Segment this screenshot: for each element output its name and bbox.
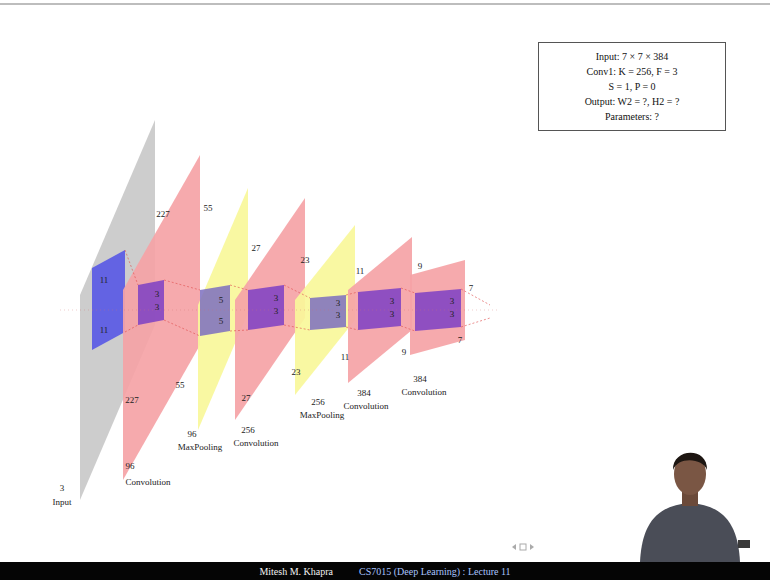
layer-name: Input [53,498,72,507]
slide-rule [0,3,770,5]
projection-line [125,325,138,332]
dimension-number: 256 [241,426,255,435]
dimension-number: 96 [188,430,197,439]
dimension-number: 3 [336,299,341,308]
dimension-number: 384 [413,375,427,384]
presenter-video [630,440,750,562]
dimension-number: 27 [252,244,261,253]
kernel-window [358,288,401,330]
dimension-number: 3 [450,310,455,319]
dimension-number: 96 [126,462,135,471]
nav-icon [530,544,534,550]
problem-box: Input: 7 × 7 × 384Conv1: K = 256, F = 3S… [538,42,726,131]
projection-line [164,280,200,290]
problem-line: Conv1: K = 256, F = 3 [543,64,721,79]
kernel-window [415,289,461,331]
projection-line [284,325,310,330]
dimension-number: 11 [100,326,109,335]
kernel-window [200,285,230,336]
layer-name: Convolution [125,478,170,487]
dimension-number: 3 [60,484,65,493]
conv-volume [235,198,305,420]
dimension-number: 5 [219,317,224,326]
nav-icon [512,544,516,550]
projection-line [461,318,490,327]
problem-line: Input: 7 × 7 × 384 [543,49,721,64]
dimension-number: 23 [292,368,301,377]
projection-line [284,285,310,298]
projection-line [401,326,415,331]
dimension-number: 11 [341,353,350,362]
layer-name: Convolution [233,439,278,448]
dimension-number: 11 [356,267,365,276]
layer-name: Convolution [343,402,388,411]
dimension-number: 227 [156,210,170,219]
projection-line [346,327,358,330]
footer-bar: Mitesh M. Khapra CS7015 (Deep Learning) :… [0,562,770,580]
dimension-number: 7 [469,284,474,293]
layer-name: MaxPooling [300,411,345,420]
projection-line [125,250,138,285]
projection-line [230,330,248,331]
kernel-window [248,285,284,330]
dimension-number: 55 [176,381,185,390]
dimension-number: 23 [301,256,310,265]
conv-volume [123,155,200,480]
kernel-window [92,250,125,350]
dimension-number: 3 [155,303,160,312]
dimension-number: 3 [336,311,341,320]
projection-line [164,320,200,336]
projection-line [230,285,248,290]
nav-icon [520,544,526,550]
dimension-number: 27 [242,394,251,403]
dimension-number: 9 [418,262,423,271]
projection-line [461,289,490,305]
dimension-number: 7 [458,336,463,345]
dimension-number: 3 [390,297,395,306]
dimension-number: 5 [219,296,224,305]
dimension-number: 227 [125,396,139,405]
kernel-window [310,295,346,330]
dimension-number: 9 [402,348,407,357]
footer-text: Mitesh M. Khapra [259,566,333,577]
dimension-number: 55 [204,204,213,213]
dimension-number: 11 [100,276,109,285]
dimension-number: 3 [155,290,160,299]
projection-line [346,292,358,295]
dimension-number: 384 [357,389,371,398]
problem-line: Parameters: ? [543,109,721,124]
layer-name: MaxPooling [178,443,223,452]
conv-volume [410,260,465,355]
dimension-number: 3 [450,297,455,306]
problem-line: S = 1, P = 0 [543,79,721,94]
dimension-number: 3 [274,294,279,303]
problem-line: Output: W2 = ?, H2 = ? [543,94,721,109]
dimension-number: 256 [311,398,325,407]
layer-name: Convolution [401,388,446,397]
footer-text: CS7015 (Deep Learning) : Lecture 11 [359,566,511,577]
projection-line [401,288,415,293]
dimension-number: 3 [390,310,395,319]
center-line [60,310,500,311]
kernel-window [138,280,164,325]
dimension-number: 3 [274,307,279,316]
